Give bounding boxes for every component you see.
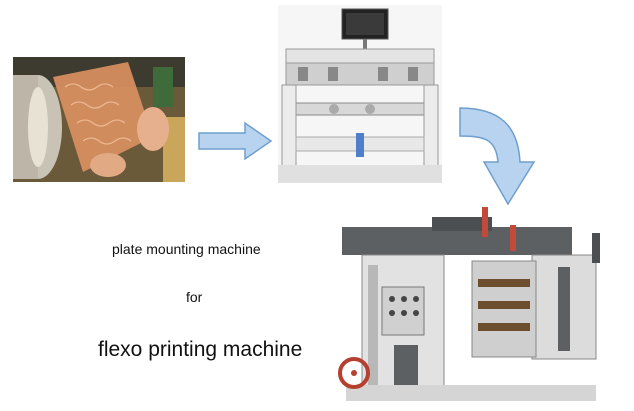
plate-mounting-machine-photo xyxy=(278,5,442,183)
arrow-right-icon xyxy=(197,121,273,161)
caption-plate-mounting-machine: plate mounting machine xyxy=(112,241,261,257)
caption-for: for xyxy=(186,289,203,305)
curved-arrow-down-icon xyxy=(458,104,548,208)
flexo-printing-press-photo xyxy=(332,205,610,409)
flexo-plate-photo xyxy=(13,57,185,182)
caption-flexo-printing-machine: flexo printing machine xyxy=(98,338,303,361)
